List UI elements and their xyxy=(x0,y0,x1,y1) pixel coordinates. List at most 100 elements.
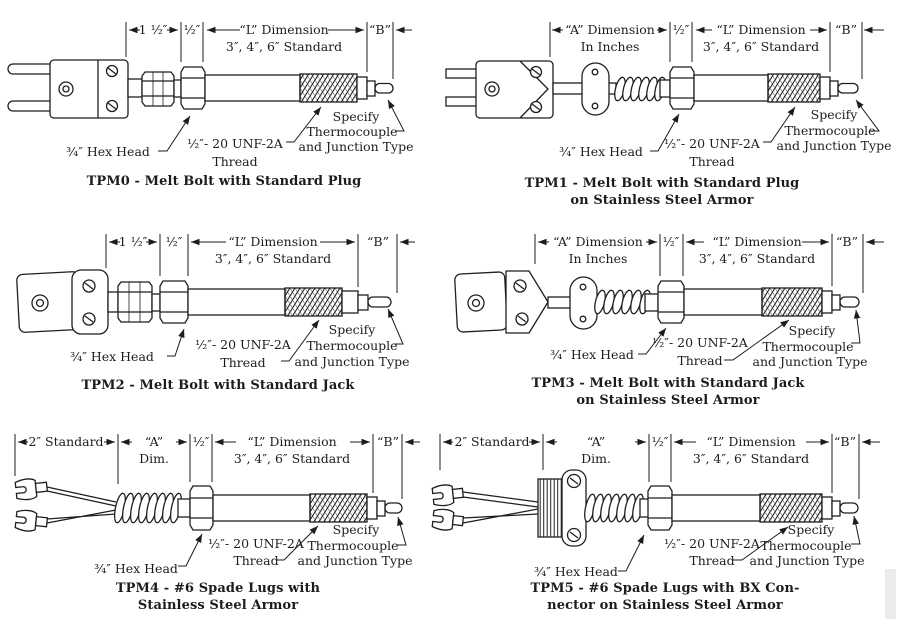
tpm4-armor-coil xyxy=(113,492,183,524)
tpm5-leader-lines xyxy=(618,515,861,572)
tpm5-specify-callout-line1: Specify xyxy=(787,522,835,537)
tpm1-probe-tip xyxy=(837,82,859,94)
scrollbar-fragment xyxy=(885,569,896,619)
tpm1-thread-callout-line1: ½″- 20 UNF-2A xyxy=(664,136,760,151)
tpm4-specify-callout-line3: and Junction Type xyxy=(297,553,413,568)
tpm4-spade-lug xyxy=(14,478,49,501)
tpm5-spade-lug xyxy=(431,484,465,507)
tpm3-hex-head xyxy=(657,280,685,324)
tpm2-dim-L-label: “L” Dimension xyxy=(228,234,318,249)
tpm2-dim-1half-label: 1 ½″ xyxy=(118,234,148,249)
tpm3-illustration xyxy=(454,234,884,361)
tpm2-hex-head-callout: ¾″ Hex Head xyxy=(70,349,154,364)
tpm1-dim-L-label: “L” Dimension xyxy=(716,22,806,37)
tpm2-hex-head xyxy=(159,280,189,324)
tpm2-dim-half-label: ½″ xyxy=(165,234,183,249)
tpm5-dimension-lines xyxy=(439,434,880,499)
tpm0-leader-lines xyxy=(158,99,405,152)
tpm3-specify-callout-line1: Specify xyxy=(788,323,836,338)
tpm1-hex-head xyxy=(669,66,695,110)
tpm0-dim-1half-label: 1 ½″ xyxy=(138,22,168,37)
tpm0-thread-callout-line1: ½″- 20 UNF-2A xyxy=(187,136,283,151)
tpm0-specify-callout-line2: Thermocouple xyxy=(306,124,398,139)
tpm0-dimension-lines xyxy=(125,22,412,79)
tpm0-dim-B-label: “B” xyxy=(369,22,391,37)
tpm0-specify-callout-line3: and Junction Type xyxy=(298,139,414,154)
tpm4-wires xyxy=(46,486,117,524)
tpm4-thread-callout-line2: Thread xyxy=(233,553,279,568)
tpm0-thread-callout-line2: Thread xyxy=(212,154,258,169)
tpm3-leader-lines xyxy=(638,309,861,361)
tpm2-probe-tip xyxy=(367,296,392,308)
tpm5-spade-lug xyxy=(431,508,465,531)
tpm4-dim-half-label: ½″ xyxy=(192,434,210,449)
tpm1-thread-callout-line2: Thread xyxy=(689,154,735,169)
tpm4-dimension-lines xyxy=(14,434,420,499)
tpm5-armor-coil xyxy=(584,493,644,523)
tpm0-hex-head-callout: ¾″ Hex Head xyxy=(66,144,150,159)
tpm3-threads xyxy=(761,287,823,317)
tpm5-bx-knurl-ring xyxy=(537,478,563,538)
tpm3-specify-callout-line2: Thermocouple xyxy=(762,339,854,354)
tpm4-dim-L-standard-label: 3″, 4″, 6″ Standard xyxy=(233,451,351,466)
tpm4-dim-A-dim-label: Dim. xyxy=(139,451,169,466)
tpm4-probe-tip xyxy=(384,502,403,514)
tpm3-specify-callout-line3: and Junction Type xyxy=(752,354,868,369)
tpm1-dimension-lines xyxy=(549,22,884,79)
tpm4-caption-line2: Stainless Steel Armor xyxy=(137,598,299,613)
tpm1-armor-coil xyxy=(614,76,666,102)
tpm2-threads xyxy=(284,287,343,317)
tpm0-probe-tip xyxy=(374,82,394,94)
tpm4-thread-callout-line1: ½″- 20 UNF-2A xyxy=(208,536,304,551)
tpm1-caption-line1: TPM1 - Melt Bolt with Standard Plug xyxy=(524,176,800,191)
tpm0-bolt-body xyxy=(204,74,301,102)
tpm2-specify-callout-line2: Thermocouple xyxy=(306,338,398,353)
tpm5-probe-tip xyxy=(839,502,859,514)
tpm3-dim-L-standard-label: 3″, 4″, 6″ Standard xyxy=(698,251,816,266)
tpm3-thread-callout-line1: ½″- 20 UNF-2A xyxy=(652,335,748,350)
tpm5-hex-head xyxy=(647,485,673,531)
tpm0-hex-head xyxy=(180,66,206,110)
tpm0-caption: TPM0 - Melt Bolt with Standard Plug xyxy=(86,174,362,189)
tpm5-wires xyxy=(462,491,539,524)
tpm4-dim-2in-standard-label: 2″ Standard xyxy=(28,434,104,449)
tpm0-illustration xyxy=(7,22,412,152)
tpm0-specify-callout-line1: Specify xyxy=(332,109,380,124)
tpm0-plug-prong xyxy=(7,100,55,112)
tpm5-dim-A-dim-label: Dim. xyxy=(581,451,611,466)
tpm1-hex-head-callout: ¾″ Hex Head xyxy=(559,144,643,159)
tpm2-thread-callout-line1: ½″- 20 UNF-2A xyxy=(195,337,291,352)
tpm1-dim-B-label: “B” xyxy=(835,22,857,37)
tpm5-bolt-body xyxy=(671,494,761,522)
tpm2-leader-lines xyxy=(167,308,404,362)
tpm3-caption-line2: on Stainless Steel Armor xyxy=(576,393,760,408)
tpm3-dim-half-label: ½″ xyxy=(662,234,680,249)
tpm3-hex-head-callout: ¾″ Hex Head xyxy=(550,347,634,362)
tpm3-caption-line1: TPM3 - Melt Bolt with Standard Jack xyxy=(531,376,805,391)
tpm1-illustration xyxy=(445,22,884,152)
tpm1-threads xyxy=(767,73,821,103)
tpm4-caption-line1: TPM4 - #6 Spade Lugs with xyxy=(115,581,321,596)
tpm2-specify-callout-line3: and Junction Type xyxy=(294,354,410,369)
tpm1-mounting-bracket xyxy=(581,62,610,116)
tpm3-armor-coil xyxy=(594,289,651,315)
tpm4-dim-B-label: “B” xyxy=(377,434,399,449)
tpm3-jack-plate xyxy=(505,270,549,334)
tpm5-threads xyxy=(759,493,823,523)
tpm1-specify-callout-line1: Specify xyxy=(810,107,858,122)
tpm2-thread-callout-line2: Thread xyxy=(220,355,266,370)
tpm4-dim-L-label: “L” Dimension xyxy=(247,434,337,449)
tpm5-dim-L-standard-label: 3″, 4″, 6″ Standard xyxy=(692,451,810,466)
tpm4-specify-callout-line2: Thermocouple xyxy=(307,538,399,553)
tpm1-bolt-body xyxy=(693,74,769,102)
tpm5-dim-A-label: “A” xyxy=(586,434,606,449)
tpm4-hex-head-callout: ¾″ Hex Head xyxy=(94,561,178,576)
tpm0-dim-half-label: ½″ xyxy=(183,22,201,37)
tpm4-leader-lines xyxy=(178,516,407,567)
tpm3-dim-L-label: “L” Dimension xyxy=(712,234,802,249)
tpm5-specify-callout-line2: Thermocouple xyxy=(760,538,852,553)
tpm5-caption-line1: TPM5 - #6 Spade Lugs with BX Con- xyxy=(530,581,800,596)
tpm1-dim-half-label: ½″ xyxy=(672,22,690,37)
